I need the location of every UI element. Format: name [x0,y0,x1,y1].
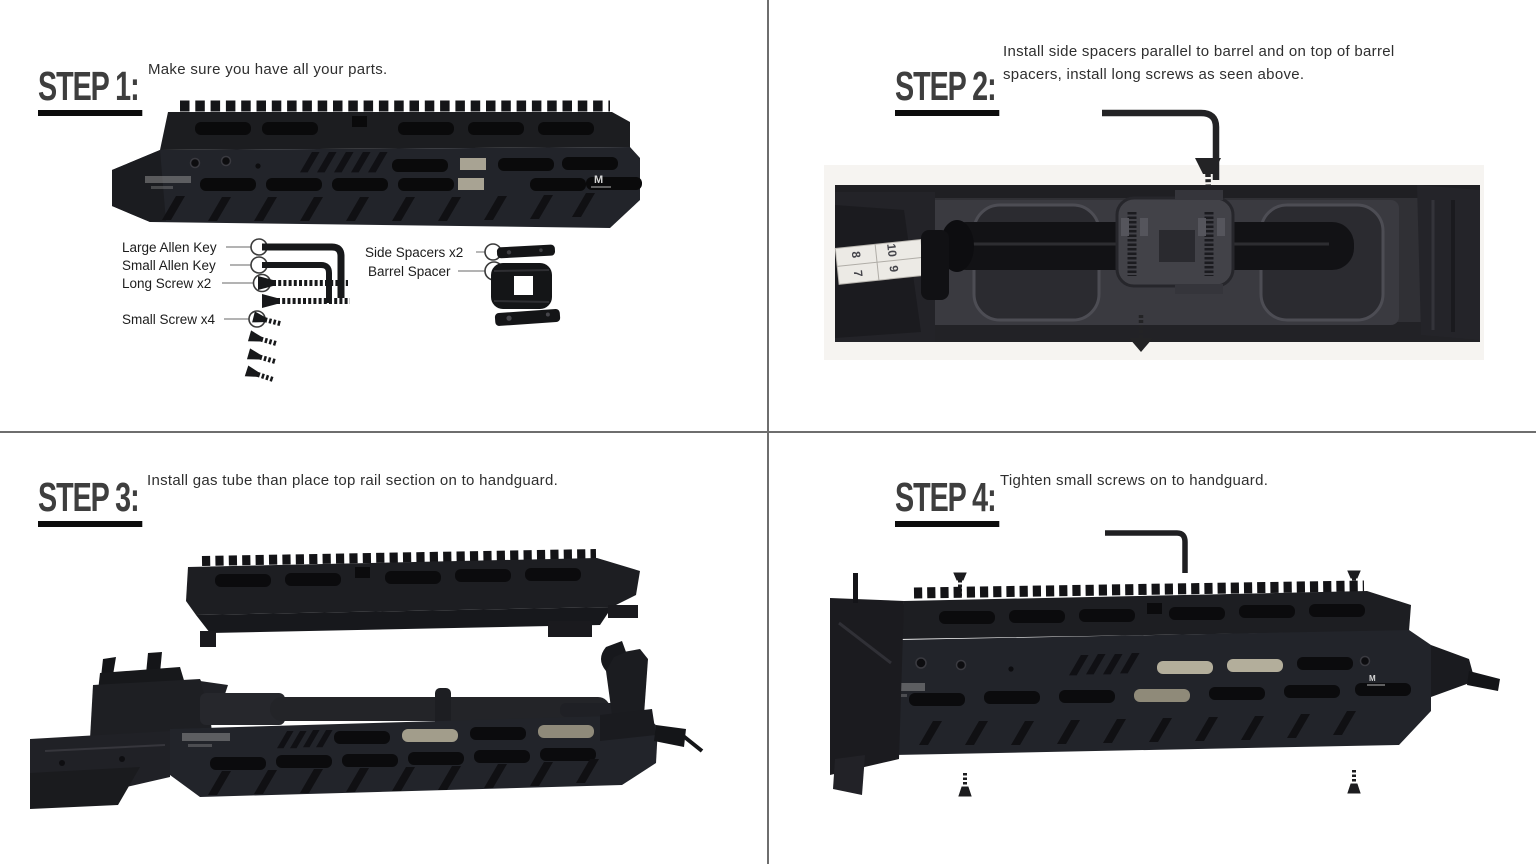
side-spacer-bottom [494,308,561,326]
brand-marking [182,733,230,747]
small-screw-bottom [1129,315,1153,352]
svg-text:M: M [594,174,603,186]
rail-teeth [913,580,1365,599]
muzzle [654,725,704,753]
receiver-right-end [1417,185,1480,340]
brand-marking [145,176,191,189]
allen-key [1105,530,1188,573]
parts-callouts: Large Allen Key Small Allen Key Long Scr… [122,238,561,384]
allen-key [1102,109,1220,180]
rail-foot-right [548,621,592,637]
sight-scale: 8 10 7 9 [834,238,926,285]
handguard-installed: M [170,715,658,797]
long-screw-2 [262,294,350,308]
side-spacer-top [496,244,556,259]
step-3-illustration: M [30,549,704,809]
step-3-title: STEP 3: [38,477,143,527]
long-screw-1 [258,276,348,290]
label-side-spacers: Side Spacers x2 [365,245,463,260]
small-screw-bottom-left [957,771,973,798]
label-small-screw: Small Screw x4 [122,312,216,327]
step-4-title: STEP 4: [895,477,1000,527]
svg-text:10: 10 [884,243,899,258]
rail-slots [195,116,594,135]
mlok-logo-icon: M [1367,674,1385,686]
mlok-logo-icon: M [591,174,611,188]
horizontal-divider [0,431,1536,433]
rail-teeth [201,549,597,566]
step-3-description: Install gas tube than place top rail sec… [147,472,559,489]
rail-slots [215,567,581,587]
large-allen-key [262,243,345,298]
step-2-section: STEP 2: Install side spacers parallel to… [769,0,1536,431]
step-1-description: Make sure you have all your parts. [148,61,388,78]
small-allen-key [262,262,332,303]
rear-sight-assembly [90,652,228,739]
rail-body [160,112,630,150]
retention-bolts [189,155,261,169]
svg-text:8: 8 [849,251,864,259]
retention-bolts [915,655,1371,672]
svg-text:7: 7 [851,270,866,278]
barrel-spacer-collar [1115,190,1235,294]
front-sight-and-muzzle [1431,645,1500,697]
rifle-assembly: M [30,641,704,809]
step-2-title: STEP 2: [895,66,1000,116]
step-2-description: Install side spacers parallel to barrel … [1003,43,1395,83]
receiver-top-view: 8 10 7 9 [834,185,1480,342]
handguard-photo: M [112,100,642,228]
receiver-left [830,573,904,795]
step-1-section: STEP 1: Make sure you have all your part… [0,0,767,431]
svg-text:9: 9 [886,265,901,273]
step-2-illustration: 8 10 7 9 [824,109,1484,360]
step-4-description: Tighten small screws on to handguard. [1000,472,1269,489]
label-barrel-spacer: Barrel Spacer [368,264,451,279]
step-3-section: STEP 3: Install gas tube than place top … [0,433,767,864]
barrel-spacer [491,263,552,309]
step-4-illustration: M [830,530,1500,798]
receiver-left [30,731,170,809]
rail-slots [939,603,1365,624]
svg-text:M: M [1369,674,1376,683]
mlok-slots-upper [392,157,618,190]
handguard-left-nose [112,150,166,222]
front-sight [600,641,656,741]
top-rail-section [186,549,640,647]
step-1-title: STEP 1: [38,66,143,116]
barrel-and-gas-tube [200,688,630,730]
rear-sight-block: 8 10 7 9 [834,192,949,342]
small-screw-bottom-right [1346,768,1362,795]
label-small-allen-key: Small Allen Key [122,258,216,273]
step-1-illustration: M Large Allen Key Small Allen Key Long S… [112,100,642,431]
label-large-allen-key: Large Allen Key [122,240,217,255]
step-4-section: STEP 4: Tighten small screws on to handg… [769,433,1536,864]
rail-body [899,591,1411,639]
rail-foot-left [200,631,216,647]
label-long-screw: Long Screw x2 [122,276,211,291]
rifle-with-handguard: M [830,573,1500,795]
